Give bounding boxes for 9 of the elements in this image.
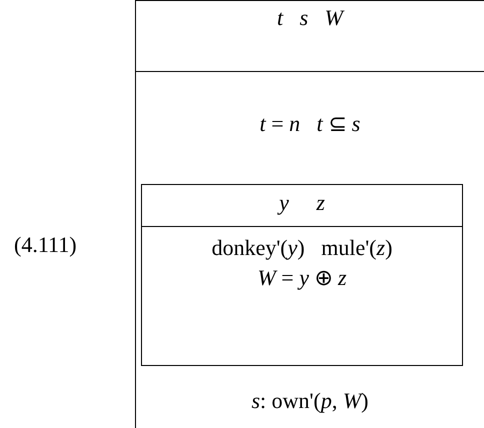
drs-box [135, 0, 484, 428]
drs-header: t s W [276, 5, 343, 30]
drs-condition: W = y ⊕ z [257, 265, 347, 290]
drs-condition: t = n t ⊆ s [260, 111, 360, 136]
drs-condition: donkey'(y) mule'(z) [212, 235, 392, 260]
equation-number: (4.111) [14, 232, 77, 258]
drs-box [141, 184, 463, 366]
drs-header: y z [279, 190, 325, 215]
drs-condition: s: own'(p, W) [251, 388, 368, 413]
